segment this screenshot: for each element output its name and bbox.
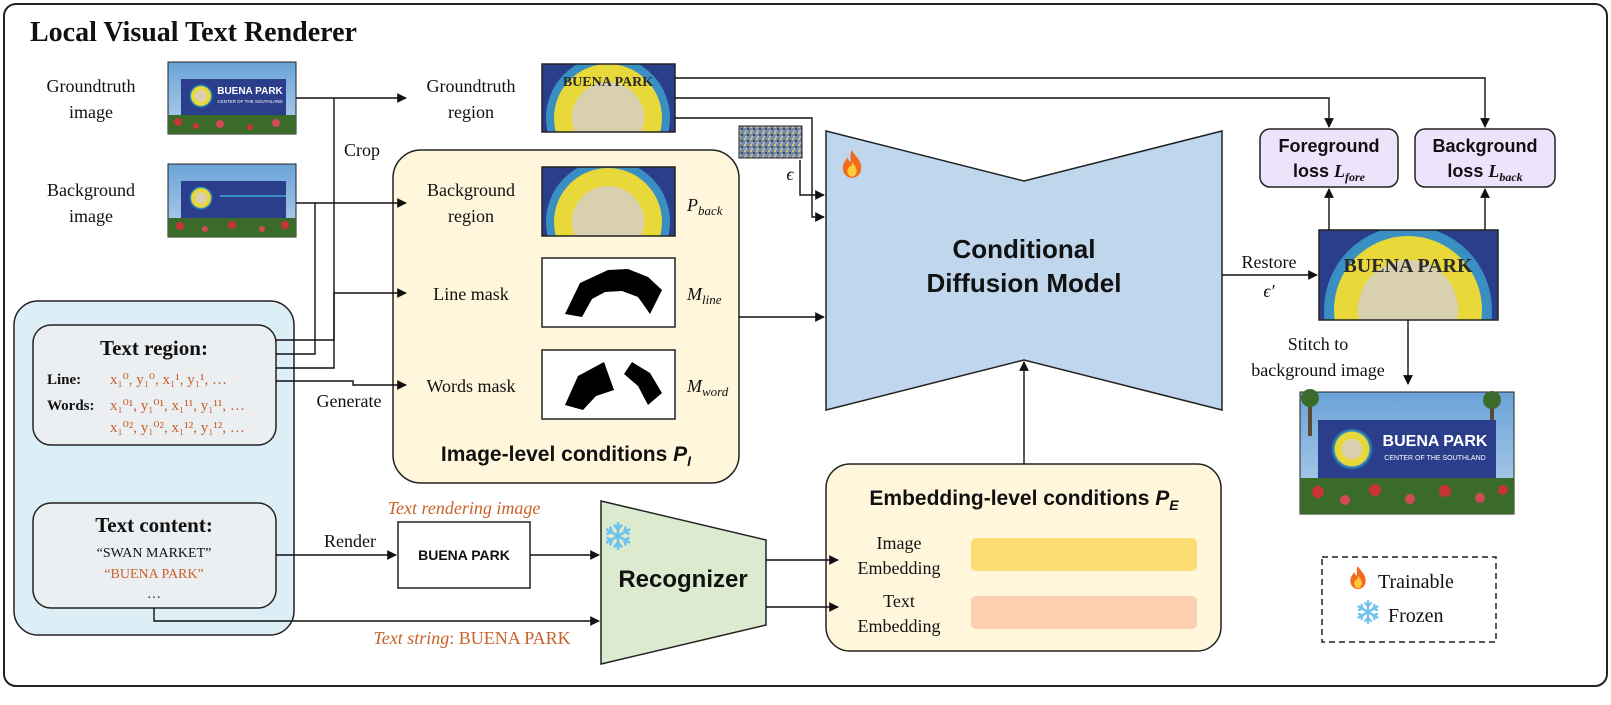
text-content-ellipsis: … [147,587,161,602]
background-image-label-1: Background [47,180,135,200]
line-coordinates: x₁⁰, y₁⁰, x₁¹, y₁¹, … [110,372,227,388]
connectors [153,77,1490,626]
groundtruth-image-label-2: image [69,102,113,122]
final-photo-sign-text: BUENA PARK [1383,433,1488,450]
words-coordinates-1: x₁⁰¹, y₁⁰¹, x₁¹¹, y₁¹¹, … [110,398,245,414]
words-mask-shape-1 [565,362,614,410]
text-region-box [32,324,277,446]
words-coordinates-2: x₁⁰², y₁⁰², x₁¹², y₁¹², … [110,420,245,436]
text-string-label: Text string: BUENA PARK [373,628,570,648]
gt-photo-sign-text: BUENA PARK [217,86,283,97]
text-embedding-label-1: Text [883,591,915,611]
render-label: Render [324,531,376,551]
background-image-photo [167,163,297,238]
text-rendering-image-label: Text rendering image [388,498,541,518]
gt-region-seal-text: BUENA PARK [563,75,653,90]
text-content-item-buena: “BUENA PARK” [104,567,203,582]
line-label: Line: [47,372,81,388]
image-embedding-label-1: Image [877,533,922,553]
background-region-label-1: Background [427,180,515,200]
background-loss-box [1414,128,1556,188]
words-mask-label: Words mask [426,376,515,396]
diagram-title: Local Visual Text Renderer [30,17,357,48]
groundtruth-region-photo: BUENA PARK [541,63,676,133]
noise-image [738,125,803,159]
background-loss-label-1: Background [1432,136,1537,156]
generate-label: Generate [317,391,382,411]
epsilon-prime-label: ϵ′ [1263,281,1275,301]
gt-photo-sign-tagline: CENTER OF THE SOUTHLAND [217,99,283,104]
words-label: Words: [47,398,95,414]
text-content-item-swan: “SWAN MARKET” [97,546,212,561]
restore-label: Restore [1242,252,1297,272]
conditional-diffusion-model [825,130,1223,411]
groundtruth-image-label-1: Groundtruth [47,76,136,96]
stitch-label-2: background image [1251,360,1384,380]
text-rendering-image [397,521,531,589]
diffusion-model-label-1: Conditional [953,234,1096,264]
line-mask-shape [565,269,662,317]
text-embedding-bar [971,596,1197,629]
epsilon-label: ϵ [786,164,794,184]
text-region-title: Text region: [100,336,208,360]
text-rendering-image-text: BUENA PARK [418,547,510,563]
image-embedding-label-2: Embedding [858,558,941,578]
m-word-symbol: Mword [686,376,729,399]
p-back-symbol: Pback [686,195,723,218]
restored-seal-text: BUENA PARK [1343,255,1473,277]
final-output-photo: BUENA PARK CENTER OF THE SOUTHLAND [1299,389,1515,515]
final-photo-sign-tagline: CENTER OF THE SOUTHLAND [1384,455,1485,462]
stitch-label-1: Stitch to [1288,334,1349,354]
text-content-title: Text content: [95,513,213,537]
background-region-label-2: region [448,206,494,226]
foreground-loss-box [1259,128,1399,188]
words-mask-shape-2 [624,362,662,405]
foreground-loss-label-2: loss Lfore [1293,161,1366,184]
background-image-label-2: image [69,206,113,226]
recognizer [600,500,767,665]
diffusion-model-label-2: Diffusion Model [927,268,1122,298]
groundtruth-image-photo: BUENA PARK CENTER OF THE SOUTHLAND [167,61,297,135]
legend-frozen-label: Frozen [1388,605,1444,627]
line-mask-label: Line mask [433,284,508,304]
image-embedding-bar [971,538,1197,571]
background-loss-label-2: loss Lback [1447,161,1522,184]
embedding-level-conditions-title: Embedding-level conditions PE [869,487,1179,513]
legend [1321,556,1497,643]
m-line-symbol: Mline [686,284,722,307]
groundtruth-region-label-1: Groundtruth [427,76,516,96]
groundtruth-region-label-2: region [448,102,494,122]
background-region-photo [541,166,676,237]
legend-trainable-label: Trainable [1378,571,1454,593]
crop-label: Crop [344,140,380,160]
text-embedding-label-2: Embedding [858,616,941,636]
restored-region-photo: BUENA PARK [1318,229,1499,321]
image-level-conditions-title: Image-level conditions PI [441,443,692,469]
recognizer-label: Recognizer [618,566,747,593]
foreground-loss-label-1: Foreground [1279,136,1380,156]
